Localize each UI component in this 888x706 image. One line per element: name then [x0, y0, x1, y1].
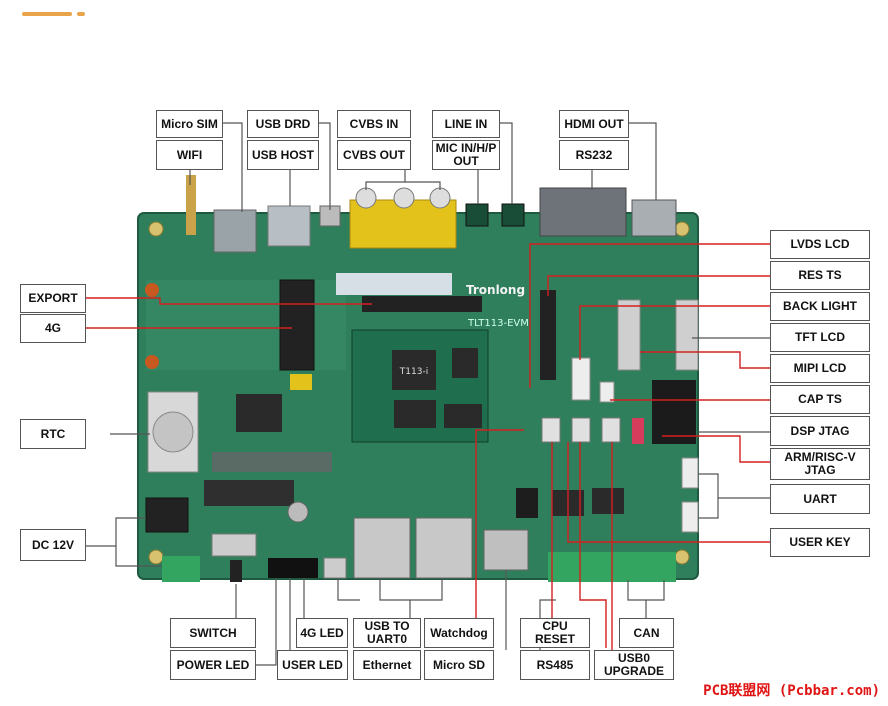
cpu-chip-label: T113-i	[399, 367, 428, 377]
label-cvbs-out: CVBS OUT	[337, 140, 411, 170]
label-mic-in: MIC IN/H/P OUT	[432, 140, 500, 170]
label-rs485: RS485	[520, 650, 590, 680]
label-dc12v: DC 12V	[20, 529, 86, 561]
label-hdmi-out: HDMI OUT	[559, 110, 629, 138]
label-4g-led: 4G LED	[296, 618, 348, 648]
label-usb0-upgrade: USB0 UPGRADE	[594, 650, 674, 680]
label-rtc: RTC	[20, 419, 86, 449]
label-lvds-lcd: LVDS LCD	[770, 230, 870, 259]
label-ethernet: Ethernet	[353, 650, 421, 680]
label-line-in: LINE IN	[432, 110, 500, 138]
label-switch: SWITCH	[170, 618, 256, 648]
label-cap-ts: CAP TS	[770, 385, 870, 414]
label-usb-to-uart0: USB TO UART0	[353, 618, 421, 648]
label-usb-drd: USB DRD	[247, 110, 319, 138]
label-export: EXPORT	[20, 284, 86, 313]
pcb-board: T113-i Tronlong TLT113-EVM	[137, 175, 699, 582]
accent-bar-long	[22, 12, 72, 16]
label-wifi: WIFI	[156, 140, 223, 170]
label-back-light: BACK LIGHT	[770, 292, 870, 321]
watermark-text: PCB联盟网 (Pcbbar.com)	[703, 683, 880, 699]
accent-bar-short	[77, 12, 85, 16]
label-rs232: RS232	[559, 140, 629, 170]
leader-lines-red	[86, 243, 770, 650]
label-dsp-jtag: DSP JTAG	[770, 416, 870, 446]
label-user-key: USER KEY	[770, 528, 870, 557]
label-usb-host: USB HOST	[247, 140, 319, 170]
label-micro-sim: Micro SIM	[156, 110, 223, 138]
label-arm-jtag: ARM/RISC-V JTAG	[770, 448, 870, 480]
label-watchdog: Watchdog	[424, 618, 494, 648]
label-power-led: POWER LED	[170, 650, 256, 680]
label-can: CAN	[619, 618, 674, 648]
label-mipi-lcd: MIPI LCD	[770, 354, 870, 383]
label-res-ts: RES TS	[770, 261, 870, 290]
brand-text: Tronlong	[466, 283, 525, 297]
label-4g: 4G	[20, 314, 86, 343]
label-cpu-reset: CPU RESET	[520, 618, 590, 648]
leader-lines-gray	[86, 122, 770, 666]
label-micro-sd: Micro SD	[424, 650, 494, 680]
model-text: TLT113-EVM	[467, 318, 529, 329]
label-user-led: USER LED	[277, 650, 348, 680]
label-cvbs-in: CVBS IN	[337, 110, 411, 138]
label-uart: UART	[770, 484, 870, 514]
label-tft-lcd: TFT LCD	[770, 323, 870, 352]
